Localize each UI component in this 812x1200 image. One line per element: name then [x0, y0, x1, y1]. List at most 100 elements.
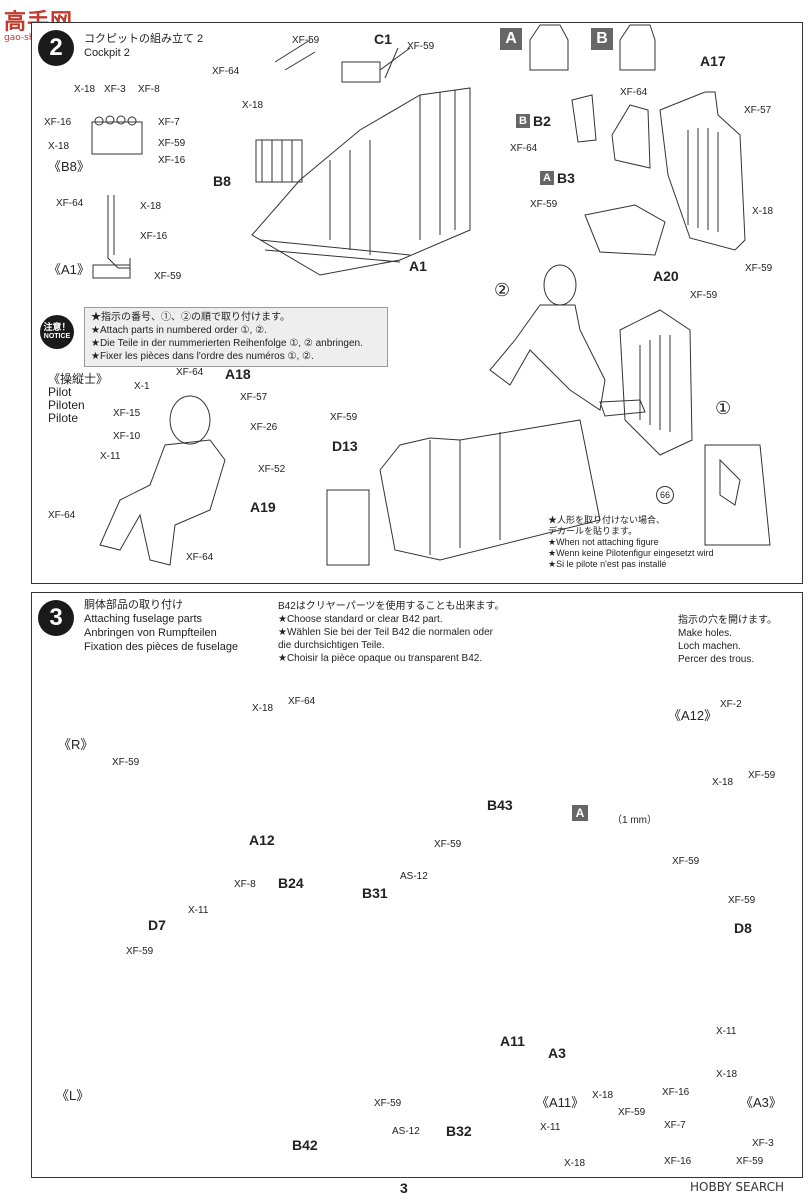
paint-x18: X-18	[48, 141, 70, 152]
part-a18: A18	[225, 366, 251, 382]
paint-xf57: XF-57	[744, 105, 772, 116]
step2-title-jp: コクピットの組み立て 2	[84, 33, 204, 45]
step3-title-en: Attaching fuselage parts	[84, 613, 203, 625]
paint-xf57: XF-57	[240, 392, 268, 403]
paint-xf16: XF-16	[664, 1156, 692, 1167]
paint-xf64: XF-64	[176, 367, 204, 378]
part-a3: A3	[548, 1045, 566, 1061]
paint-xf16: XF-16	[662, 1087, 690, 1098]
paint-xf64: XF-64	[48, 510, 76, 521]
sub-a3-label: 《A3》	[740, 1095, 782, 1110]
circle-2: ②	[494, 280, 511, 300]
subassembly-b8-label: 《B8》	[48, 159, 90, 174]
part-d8: D8	[734, 920, 752, 936]
paint-xf3: XF-3	[752, 1138, 774, 1149]
part-b24: B24	[278, 875, 304, 891]
paint-xf59: XF-59	[154, 271, 182, 282]
step3-number: 3	[38, 600, 74, 636]
pilot-header: 《操縦士》 Pilot Piloten Pilote	[48, 373, 108, 425]
paint-xf64: XF-64	[288, 696, 316, 707]
part-a1: A1	[409, 258, 427, 274]
part-a20: A20	[653, 268, 679, 284]
paint-xf59: XF-59	[748, 770, 776, 781]
step2-number: 2	[38, 30, 74, 66]
paint-xf8: XF-8	[138, 84, 160, 95]
paint-x18: X-18	[712, 777, 734, 788]
notice-jp: 注意！	[43, 322, 71, 332]
variant-b-badge: B	[591, 28, 613, 50]
part-b3-group: A B3	[540, 170, 575, 186]
sub-a12-label: 《A12》	[668, 708, 718, 723]
part-a11: A11	[500, 1033, 525, 1049]
paint-xf59: XF-59	[407, 41, 435, 52]
holes-note-line: Make holes.	[678, 628, 732, 639]
paint-xf59: XF-59	[672, 856, 700, 867]
drill-size: （1 mm）	[612, 815, 657, 826]
paint-xf59: XF-59	[434, 839, 462, 850]
decal-number: 66	[656, 486, 674, 504]
paint-x18: X-18	[752, 206, 774, 217]
step3-title: 胴体部品の取り付け Attaching fuselage parts Anbri…	[84, 598, 238, 654]
holes-note-line: Percer des trous.	[678, 654, 755, 665]
paint-xf64: XF-64	[212, 66, 240, 77]
paint-xf59: XF-59	[690, 290, 718, 301]
cockpit-assembly-drawing	[326, 309, 771, 566]
no-figure-line: デカールを貼ります。	[548, 526, 638, 536]
notice-line: ★Fixer les pièces dans l'ordre des numér…	[91, 351, 314, 362]
pilot-en: Pilot	[48, 385, 72, 399]
variant-a-tag: A	[540, 171, 554, 185]
paint-xf59: XF-59	[736, 1156, 764, 1167]
paint-xf59: XF-59	[126, 946, 154, 957]
part-b42: B42	[292, 1137, 318, 1153]
paint-x18: X-18	[592, 1090, 614, 1101]
paint-xf59: XF-59	[112, 757, 140, 768]
paint-x18: X-18	[716, 1069, 738, 1080]
cockpit-frame-drawing	[251, 39, 471, 276]
paint-xf7: XF-7	[664, 1120, 686, 1131]
side-r-label: 《R》	[58, 737, 94, 752]
no-figure-note: ★人形を取り付けない場合、 デカールを貼ります。 ★When not attac…	[548, 515, 714, 570]
paint-x18: X-18	[252, 703, 274, 714]
paint-xf59: XF-59	[530, 199, 558, 210]
b42-note-line: die durchsichtigen Teile.	[278, 640, 385, 651]
paint-xf10: XF-10	[113, 431, 141, 442]
part-d7: D7	[148, 917, 166, 933]
paint-xf16: XF-16	[140, 231, 168, 242]
no-figure-line: ★When not attaching figure	[548, 537, 659, 547]
pilot-de: Piloten	[48, 398, 85, 412]
paint-x18: X-18	[564, 1158, 586, 1169]
pilot-fr: Pilote	[48, 411, 79, 425]
paint-as12: AS-12	[400, 871, 428, 882]
no-figure-line: ★人形を取り付けない場合、	[548, 515, 666, 525]
paint-x11: X-11	[716, 1026, 737, 1037]
paint-xf64: XF-64	[186, 552, 214, 563]
part-a17: A17	[700, 53, 726, 69]
part-a19: A19	[250, 499, 276, 515]
holes-note: 指示の穴を開けます。 Make holes. Loch machen. Perc…	[678, 614, 777, 666]
paint-x18: X-18	[242, 100, 264, 111]
paint-x11: X-11	[540, 1122, 561, 1133]
pilot-jp: 《操縦士》	[48, 372, 109, 386]
part-b8: B8	[213, 173, 231, 189]
notice-line: ★Die Teile in der nummerierten Reihenfol…	[91, 338, 363, 349]
notice-line: ★Attach parts in numbered order ①, ②.	[91, 325, 267, 336]
paint-xf3: XF-3	[104, 84, 126, 95]
a17-seat-drawing	[529, 24, 746, 256]
paint-xf64: XF-64	[620, 87, 648, 98]
step3-panel	[31, 592, 803, 1178]
paint-xf26: XF-26	[250, 422, 278, 433]
part-d13: D13	[332, 438, 358, 454]
paint-xf59: XF-59	[728, 895, 756, 906]
notice-badge: 注意！ NOTICE	[40, 315, 74, 349]
notice-box: ★指示の番号、①、②の順で取り付けます。 ★Attach parts in nu…	[84, 307, 388, 367]
part-b31: B31	[362, 885, 388, 901]
step3-title-fr: Fixation des pièces de fuselage	[84, 641, 239, 653]
b42-note-line: ★Choisir la pièce opaque ou transparent …	[278, 653, 483, 664]
step3-title-jp: 胴体部品の取り付け	[84, 599, 183, 611]
paint-xf59: XF-59	[374, 1098, 402, 1109]
notice-en: NOTICE	[43, 333, 71, 340]
paint-as12: AS-12	[392, 1126, 420, 1137]
step2-title-en: Cockpit 2	[84, 47, 130, 59]
paint-xf59: XF-59	[292, 35, 320, 46]
notice-line: ★指示の番号、①、②の順で取り付けます。	[91, 312, 290, 323]
